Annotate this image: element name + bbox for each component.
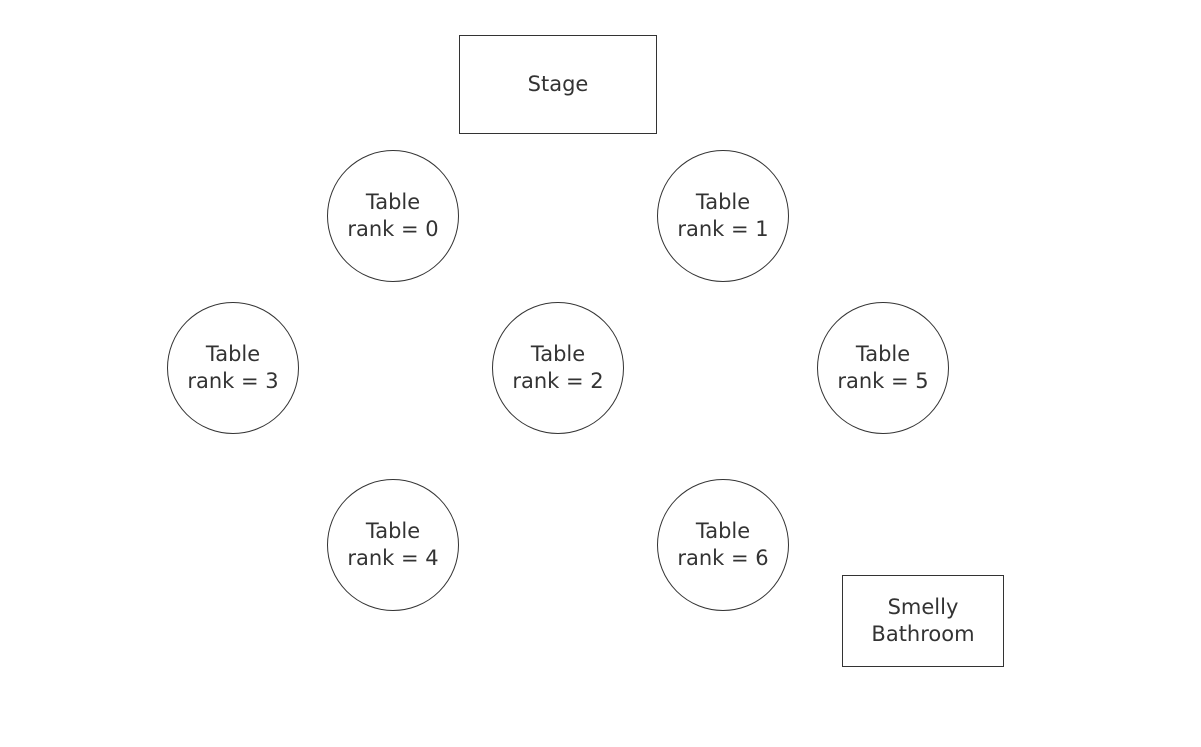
table-rank-4: Table rank = 4	[327, 479, 459, 611]
table-rank-label: rank = 3	[187, 369, 279, 393]
table-rank-2: Table rank = 2	[492, 302, 624, 434]
table-label: Table	[855, 342, 911, 366]
table-rank-label: rank = 2	[512, 369, 604, 393]
table-rank-label: rank = 5	[837, 369, 929, 393]
table-rank-6: Table rank = 6	[657, 479, 789, 611]
table-label: Table	[695, 190, 751, 214]
bathroom-label-line-2: Bathroom	[871, 622, 975, 646]
table-label: Table	[530, 342, 586, 366]
table-rank-0: Table rank = 0	[327, 150, 459, 282]
table-rank-label: rank = 4	[347, 546, 439, 570]
table-rank-3: Table rank = 3	[167, 302, 299, 434]
stage-label: Stage	[527, 72, 589, 96]
table-rank-5: Table rank = 5	[817, 302, 949, 434]
table-label: Table	[365, 190, 421, 214]
table-rank-label: rank = 1	[677, 217, 769, 241]
smelly-bathroom-box: Smelly Bathroom	[842, 575, 1004, 667]
table-rank-1: Table rank = 1	[657, 150, 789, 282]
table-label: Table	[365, 519, 421, 543]
stage-box: Stage	[459, 35, 657, 134]
table-rank-label: rank = 6	[677, 546, 769, 570]
table-label: Table	[695, 519, 751, 543]
table-rank-label: rank = 0	[347, 217, 439, 241]
bathroom-label-line-1: Smelly	[887, 595, 959, 619]
table-label: Table	[205, 342, 261, 366]
